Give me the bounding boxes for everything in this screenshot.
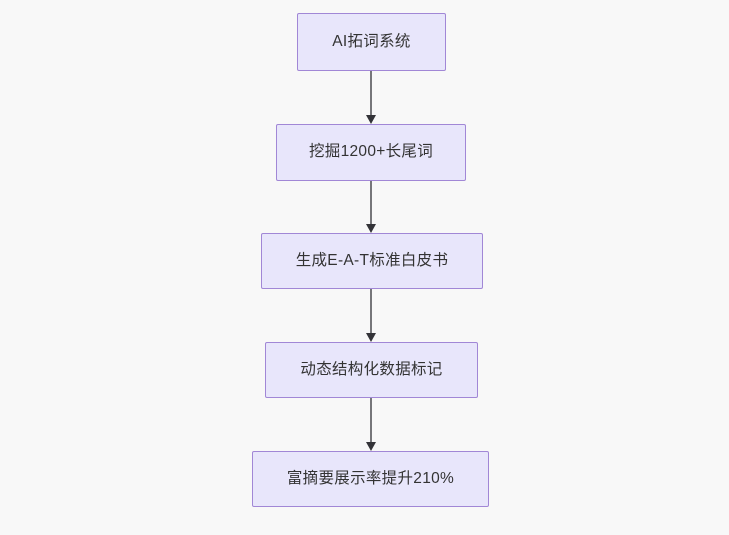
flow-node-generate-eat-whitepaper[interactable]: 生成E-A-T标准白皮书 <box>261 233 483 289</box>
flow-node-ai-keyword-system[interactable]: AI拓词系统 <box>297 13 446 71</box>
flow-node-label: 挖掘1200+长尾词 <box>308 143 434 161</box>
flow-node-label: 生成E-A-T标准白皮书 <box>295 251 449 269</box>
connector-line <box>370 398 372 442</box>
connector-node4-node5 <box>361 398 381 451</box>
connector-node1-node2 <box>361 71 381 124</box>
connector-node3-node4 <box>361 289 381 342</box>
arrowhead-icon <box>365 224 376 233</box>
arrowhead-icon <box>365 333 376 342</box>
flow-node-label: AI拓词系统 <box>332 32 411 50</box>
flow-node-dynamic-structured-data-markup[interactable]: 动态结构化数据标记 <box>265 342 478 398</box>
flow-node-mine-longtail-keywords[interactable]: 挖掘1200+长尾词 <box>276 124 466 181</box>
flow-node-label: 动态结构化数据标记 <box>300 360 443 378</box>
flow-node-label: 富摘要展示率提升210% <box>286 469 455 487</box>
connector-line <box>370 181 372 224</box>
connector-line <box>370 71 372 115</box>
connector-line <box>370 289 372 333</box>
arrowhead-icon <box>365 115 376 124</box>
connector-node2-node3 <box>361 181 381 233</box>
arrowhead-icon <box>365 442 376 451</box>
flow-node-rich-snippet-impression-lift[interactable]: 富摘要展示率提升210% <box>252 451 489 507</box>
